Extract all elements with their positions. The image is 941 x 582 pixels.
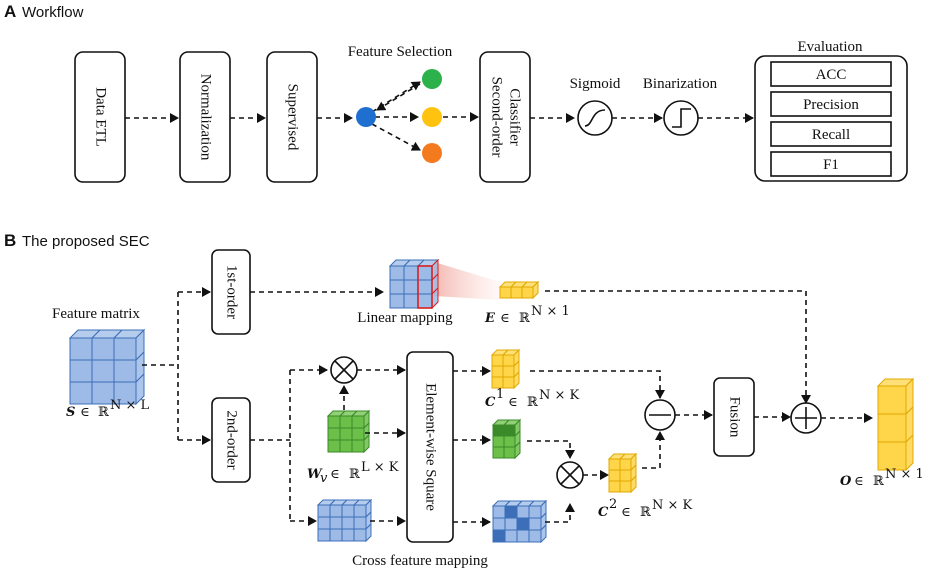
- supervised-box: [266, 51, 318, 183]
- evaluation-panel: [754, 55, 908, 182]
- cube-e: [498, 280, 540, 300]
- e-reals: ℝ: [519, 311, 531, 326]
- fs-arrow-green: [371, 81, 421, 113]
- c1-in: ∈: [508, 395, 518, 410]
- arrow-blue-mult2: [545, 503, 575, 523]
- c1-reals: ℝ: [527, 395, 539, 410]
- multiply-icon: [330, 356, 358, 384]
- cube-c2: [607, 452, 638, 494]
- c1-sup: 1: [496, 387, 504, 402]
- c2-dim: N × K: [652, 498, 693, 513]
- minus-icon: [644, 399, 676, 431]
- s-in: ∈: [80, 405, 90, 420]
- cube-feature-matrix-s: [68, 328, 146, 406]
- arrow-c2-minus: [642, 431, 665, 469]
- c1-dim: N × K: [539, 388, 580, 403]
- plus-icon: [790, 402, 822, 434]
- linear-mapping-label: Linear mapping: [357, 310, 453, 326]
- fs-arrow-green-back: [376, 83, 421, 111]
- metric-recall: Recall: [812, 127, 850, 143]
- section-b-letter: B: [4, 231, 16, 250]
- c1-symbol: C: [485, 395, 496, 410]
- e-symbol: E: [484, 311, 496, 326]
- cube-c1: [490, 348, 521, 390]
- s-reals: ℝ: [98, 405, 110, 420]
- metric-precision: Precision: [803, 97, 859, 113]
- cube-wv: [326, 409, 371, 454]
- section-a-title: Workflow: [22, 4, 84, 21]
- feature-matrix-label: Feature matrix: [52, 306, 140, 322]
- wv-sub: v: [320, 471, 328, 486]
- cube-cross-feature: [316, 498, 373, 543]
- fs-node-yellow: [422, 107, 442, 127]
- step-icon: [663, 100, 699, 136]
- data-etl-label: Data ETL: [93, 87, 109, 147]
- c2-in: ∈: [621, 505, 631, 520]
- second-order-label: 2nd-order: [224, 410, 240, 469]
- e-dim: N × 1: [531, 304, 570, 319]
- s-dim: N × L: [110, 398, 150, 413]
- s-symbol: S: [66, 405, 75, 420]
- fs-node-green: [422, 69, 442, 89]
- metric-box-recall: [770, 121, 892, 147]
- data-etl-box: [74, 51, 126, 183]
- o-in: ∈: [854, 474, 864, 489]
- linear-beam: [434, 262, 500, 300]
- c2-reals: ℝ: [640, 505, 652, 520]
- c2-symbol: C: [598, 505, 609, 520]
- fs-node-blue: [356, 107, 376, 127]
- cross-feature-label: Cross feature mapping: [352, 553, 488, 569]
- o-reals: ℝ: [873, 474, 885, 489]
- sigmoid-icon: [577, 100, 613, 136]
- supervised-label: Supervised: [285, 84, 301, 151]
- metric-box-f1: [770, 151, 892, 177]
- wv-symbol: W: [307, 467, 323, 482]
- wv-reals: ℝ: [349, 467, 361, 482]
- o-symbol: O: [840, 474, 852, 489]
- cube-wv-squared: [491, 418, 522, 460]
- arrow-e-plus: [545, 290, 811, 404]
- e-in: ∈: [500, 311, 510, 326]
- metric-acc: ACC: [816, 67, 847, 83]
- classifier-label-2: Classifier: [507, 88, 523, 146]
- arrow-c1-minus: [530, 370, 665, 399]
- o-dim: N × 1: [885, 467, 924, 482]
- arrow-green-mult2: [527, 440, 575, 459]
- fs-node-orange: [422, 143, 442, 163]
- cube-output-o: [876, 377, 915, 472]
- multiply-icon: [556, 461, 584, 489]
- metric-box-acc: [770, 61, 892, 87]
- metric-box-precision: [770, 91, 892, 117]
- feature-selection-label: Feature Selection: [348, 44, 453, 60]
- normalization-box: [179, 51, 231, 183]
- cube-cross-squared: [491, 499, 548, 544]
- metric-f1: F1: [823, 157, 839, 173]
- element-wise-square-box: [406, 351, 454, 543]
- sigmoid-label: Sigmoid: [570, 76, 621, 92]
- wv-dim: L × K: [361, 460, 399, 475]
- evaluation-title: Evaluation: [798, 39, 863, 55]
- element-wise-square-label: Element-wise Square: [423, 383, 439, 511]
- fusion-label: Fusion: [727, 397, 743, 438]
- first-order-label: 1st-order: [224, 265, 240, 319]
- c2-sup: 2: [609, 497, 617, 512]
- fs-arrow-orange: [371, 123, 421, 151]
- classifier-box: [479, 51, 531, 183]
- cube-linear-mapping: [388, 258, 440, 310]
- classifier-label-1: Second-order: [489, 77, 505, 158]
- section-b-title: The proposed SEC: [22, 233, 150, 250]
- normalization-label: Normalization: [198, 74, 214, 161]
- binarization-label: Binarization: [643, 76, 718, 92]
- section-a-letter: A: [4, 2, 16, 21]
- wv-in: ∈: [330, 467, 340, 482]
